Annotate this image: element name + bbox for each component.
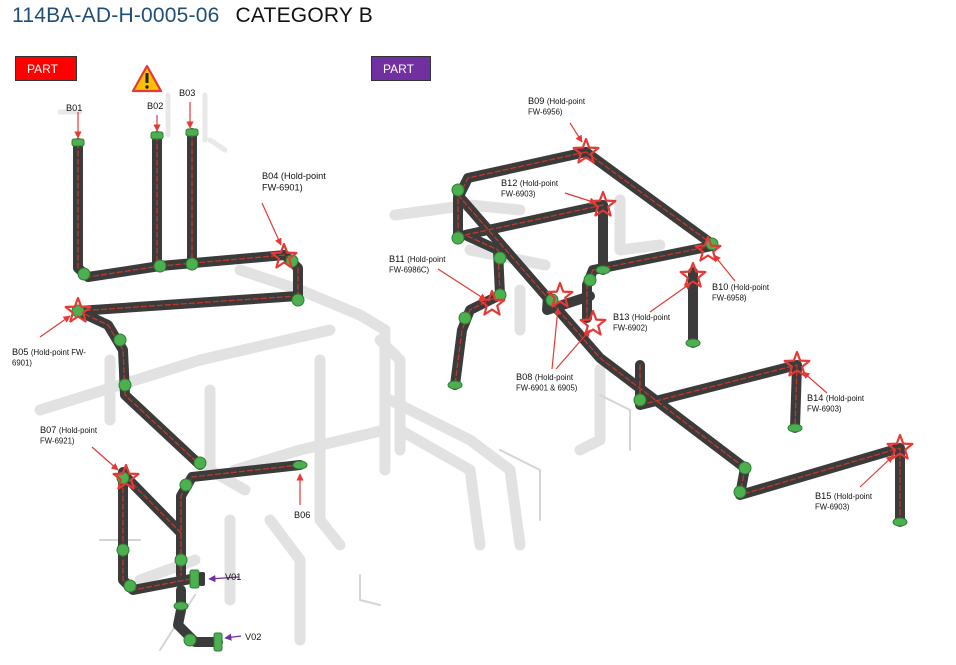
- fitting-3: [185, 128, 199, 137]
- part-2-badge: PART 2: [371, 56, 431, 101]
- hold-point-star-b08: [546, 281, 574, 308]
- callout-b01: B01: [66, 103, 82, 113]
- hold-point-star-b15: [886, 433, 914, 460]
- hold-point-star-b04: [270, 242, 298, 269]
- callout-v01: V01: [225, 572, 241, 582]
- drawing-category: CATEGORY B: [235, 4, 373, 27]
- callout-b05: B05 (Hold-point FW-6901): [12, 347, 86, 368]
- leader-b11: [437, 268, 487, 301]
- fitting-14: [292, 460, 308, 470]
- fitting-1: [71, 138, 85, 147]
- valve-v01: [189, 569, 205, 589]
- leader-v01: [208, 574, 240, 583]
- background-piping: [34, 92, 666, 651]
- leader-v02: [224, 633, 242, 641]
- callout-b06: B06: [294, 510, 310, 520]
- fitting-19: [173, 601, 189, 611]
- callout-b02: B02: [147, 101, 163, 111]
- leader-b15: [859, 455, 894, 488]
- valve-v02: [213, 632, 223, 652]
- fitting-26: [447, 380, 463, 390]
- leader-b14: [802, 371, 828, 394]
- leader-b08a: [551, 307, 561, 370]
- fitting-17: [123, 579, 137, 593]
- fitting-32: [733, 485, 747, 499]
- page-title: 114BA-AD-H-0005-06 CATEGORY B: [12, 4, 373, 28]
- fitting-5: [153, 259, 167, 273]
- hold-point-star-b14: [783, 350, 811, 377]
- hold-point-star-b08b: [579, 309, 607, 336]
- hold-point-star-b10b: [679, 261, 707, 288]
- hold-point-markers: [64, 137, 914, 490]
- fitting-21: [451, 183, 465, 197]
- fitting-18: [174, 553, 188, 567]
- fitting-12: [193, 456, 207, 470]
- pipe-fittings: [71, 128, 908, 647]
- fitting-27: [583, 273, 597, 287]
- leader-b07: [91, 446, 119, 471]
- hold-point-star-b11: [478, 289, 506, 316]
- fitting-16: [116, 543, 130, 557]
- hold-point-star-b12: [589, 190, 617, 217]
- fitting-25: [458, 311, 472, 325]
- fitting-20: [183, 633, 197, 647]
- fitting-30: [685, 338, 701, 348]
- leader-b10: [713, 254, 736, 282]
- leader-b09: [569, 122, 583, 143]
- hold-point-star-b05: [64, 296, 92, 323]
- callout-leaders: [39, 102, 894, 641]
- fitting-6: [185, 257, 199, 271]
- callout-b03: B03: [179, 88, 195, 98]
- fitting-11: [118, 378, 132, 392]
- fitting-10: [113, 333, 127, 347]
- fitting-31: [738, 461, 752, 475]
- drawing-number: 114BA-AD-H-0005-06: [12, 4, 220, 27]
- fitting-35: [633, 393, 647, 407]
- fitting-2: [150, 131, 164, 140]
- fitting-8: [291, 293, 305, 307]
- fitting-22: [451, 231, 465, 245]
- hold-point-star-b07: [112, 463, 140, 490]
- leader-b05: [39, 315, 71, 338]
- warning-triangle-icon: [131, 64, 163, 93]
- fitting-13: [179, 478, 193, 492]
- fitting-4: [77, 267, 91, 281]
- fitting-34: [892, 517, 908, 527]
- leader-b08b: [555, 329, 591, 370]
- fitting-23: [493, 251, 507, 265]
- leader-b04: [261, 202, 282, 246]
- fitting-29: [595, 265, 611, 275]
- fitting-33: [787, 423, 803, 433]
- hold-point-star-b09: [572, 137, 600, 164]
- leader-b13: [649, 282, 692, 313]
- callout-v02: V02: [245, 632, 261, 642]
- part-1-badge: PART 1: [15, 56, 77, 101]
- hold-point-star-b10: [694, 235, 722, 262]
